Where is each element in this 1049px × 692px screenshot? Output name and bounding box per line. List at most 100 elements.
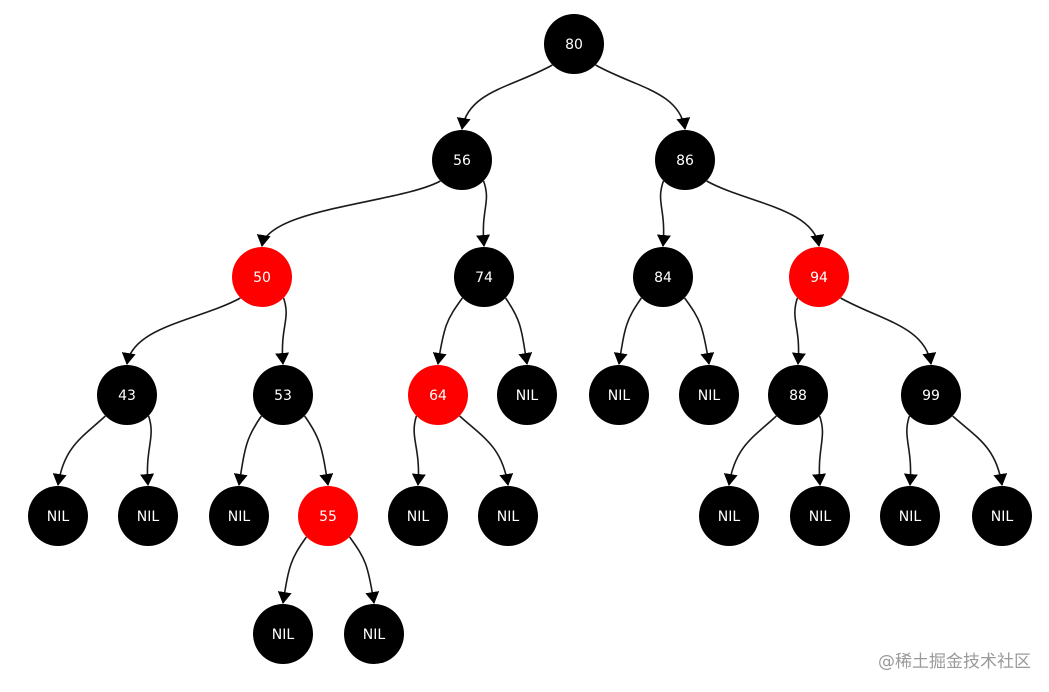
edge-n84-nil84l (613, 297, 643, 365)
tree-node-nil53l: NIL (209, 486, 269, 546)
node-label: NIL (47, 509, 70, 525)
tree-node-n86: 86 (655, 130, 715, 190)
edge-n55-nil55r (348, 536, 380, 604)
node-label: NIL (272, 627, 295, 643)
node-label: 50 (253, 270, 271, 286)
node-circle-black (388, 486, 448, 546)
node-circle-black (28, 486, 88, 546)
edge-n88-nil88r (812, 415, 827, 486)
node-label: 84 (654, 270, 672, 286)
tree-node-n99: 99 (901, 365, 961, 425)
node-label: NIL (228, 509, 251, 525)
edge-n55-nil55l (277, 536, 308, 604)
tree-node-n94: 94 (789, 247, 849, 307)
edge-n50-n43 (121, 297, 241, 365)
node-circle-black (497, 365, 557, 425)
node-circle-black (655, 130, 715, 190)
edge-n88-nil88l (723, 415, 777, 486)
tree-node-n50: 50 (232, 247, 292, 307)
watermark: @稀土掘金技术社区 (878, 652, 1031, 672)
edge-n74-n64 (432, 297, 464, 365)
node-circle-black (544, 14, 604, 74)
tree-node-nil55r: NIL (344, 604, 404, 664)
node-label: 55 (319, 509, 337, 525)
node-circle-black (972, 486, 1032, 546)
node-circle-red (298, 486, 358, 546)
edge-n94-n99 (840, 297, 937, 365)
tree-node-nil84r: NIL (679, 365, 739, 425)
node-label: 80 (565, 37, 583, 53)
node-circle-black (209, 486, 269, 546)
edge-n43-nil43l (52, 415, 106, 486)
tree-node-nil74r: NIL (497, 365, 557, 425)
edge-n99-nil99l (903, 415, 918, 486)
tree-node-nil88r: NIL (790, 486, 850, 546)
tree-node-n74: 74 (454, 247, 514, 307)
node-label: 88 (789, 388, 807, 404)
tree-node-nil43l: NIL (28, 486, 88, 546)
node-circle-red (789, 247, 849, 307)
edge-n74-nil74r (504, 297, 533, 365)
node-circle-black (679, 365, 739, 425)
edge-n64-nil64l (411, 415, 426, 486)
tree-node-n55: 55 (298, 486, 358, 546)
edge-n53-nil53l (233, 415, 263, 486)
edge-n56-n74 (476, 180, 491, 247)
node-label: 99 (922, 388, 940, 404)
node-label: NIL (718, 509, 741, 525)
node-circle-black (344, 604, 404, 664)
edge-n94-n88 (791, 297, 806, 365)
node-label: 64 (429, 388, 447, 404)
node-circle-black (253, 604, 313, 664)
edge-n86-n94 (706, 180, 825, 247)
node-circle-black (97, 365, 157, 425)
node-circle-black (633, 247, 693, 307)
node-label: NIL (809, 509, 832, 525)
tree-node-nil55l: NIL (253, 604, 313, 664)
edge-n64-nil64r (459, 415, 514, 486)
node-circle-red (232, 247, 292, 307)
node-label: NIL (407, 509, 430, 525)
tree-node-n56: 56 (432, 130, 492, 190)
tree-node-nil99l: NIL (880, 486, 940, 546)
tree-node-n43: 43 (97, 365, 157, 425)
node-label: 86 (676, 153, 694, 169)
tree-node-nil99r: NIL (972, 486, 1032, 546)
edge-n86-n84 (656, 180, 671, 247)
node-label: NIL (698, 388, 721, 404)
node-circle-black (478, 486, 538, 546)
node-circle-red (408, 365, 468, 425)
tree-node-n64: 64 (408, 365, 468, 425)
edge-n50-n53 (275, 297, 290, 365)
node-circle-black (768, 365, 828, 425)
node-label: NIL (497, 509, 520, 525)
tree-node-nil43r: NIL (118, 486, 178, 546)
node-label: 94 (810, 270, 828, 286)
node-circle-black (432, 130, 492, 190)
tree-node-n53: 53 (253, 365, 313, 425)
tree-node-nil88l: NIL (699, 486, 759, 546)
node-circle-black (880, 486, 940, 546)
edge-n99-nil99r (952, 415, 1008, 486)
node-label: NIL (516, 388, 539, 404)
node-label: 56 (453, 153, 471, 169)
node-circle-black (790, 486, 850, 546)
node-circle-black (253, 365, 313, 425)
node-label: NIL (899, 509, 922, 525)
edge-n80-n56 (456, 64, 553, 130)
tree-node-n84: 84 (633, 247, 693, 307)
node-circle-black (589, 365, 649, 425)
edge-n80-n86 (595, 64, 691, 130)
node-label: NIL (608, 388, 631, 404)
node-circle-black (699, 486, 759, 546)
edge-n56-n50 (256, 180, 441, 247)
tree-node-nil64l: NIL (388, 486, 448, 546)
node-label: 43 (118, 388, 136, 404)
edge-n53-n55 (303, 415, 334, 486)
node-label: 74 (475, 270, 493, 286)
node-label: NIL (137, 509, 160, 525)
node-label: 53 (274, 388, 292, 404)
edge-n43-nil43r (140, 415, 155, 486)
node-circle-black (118, 486, 178, 546)
